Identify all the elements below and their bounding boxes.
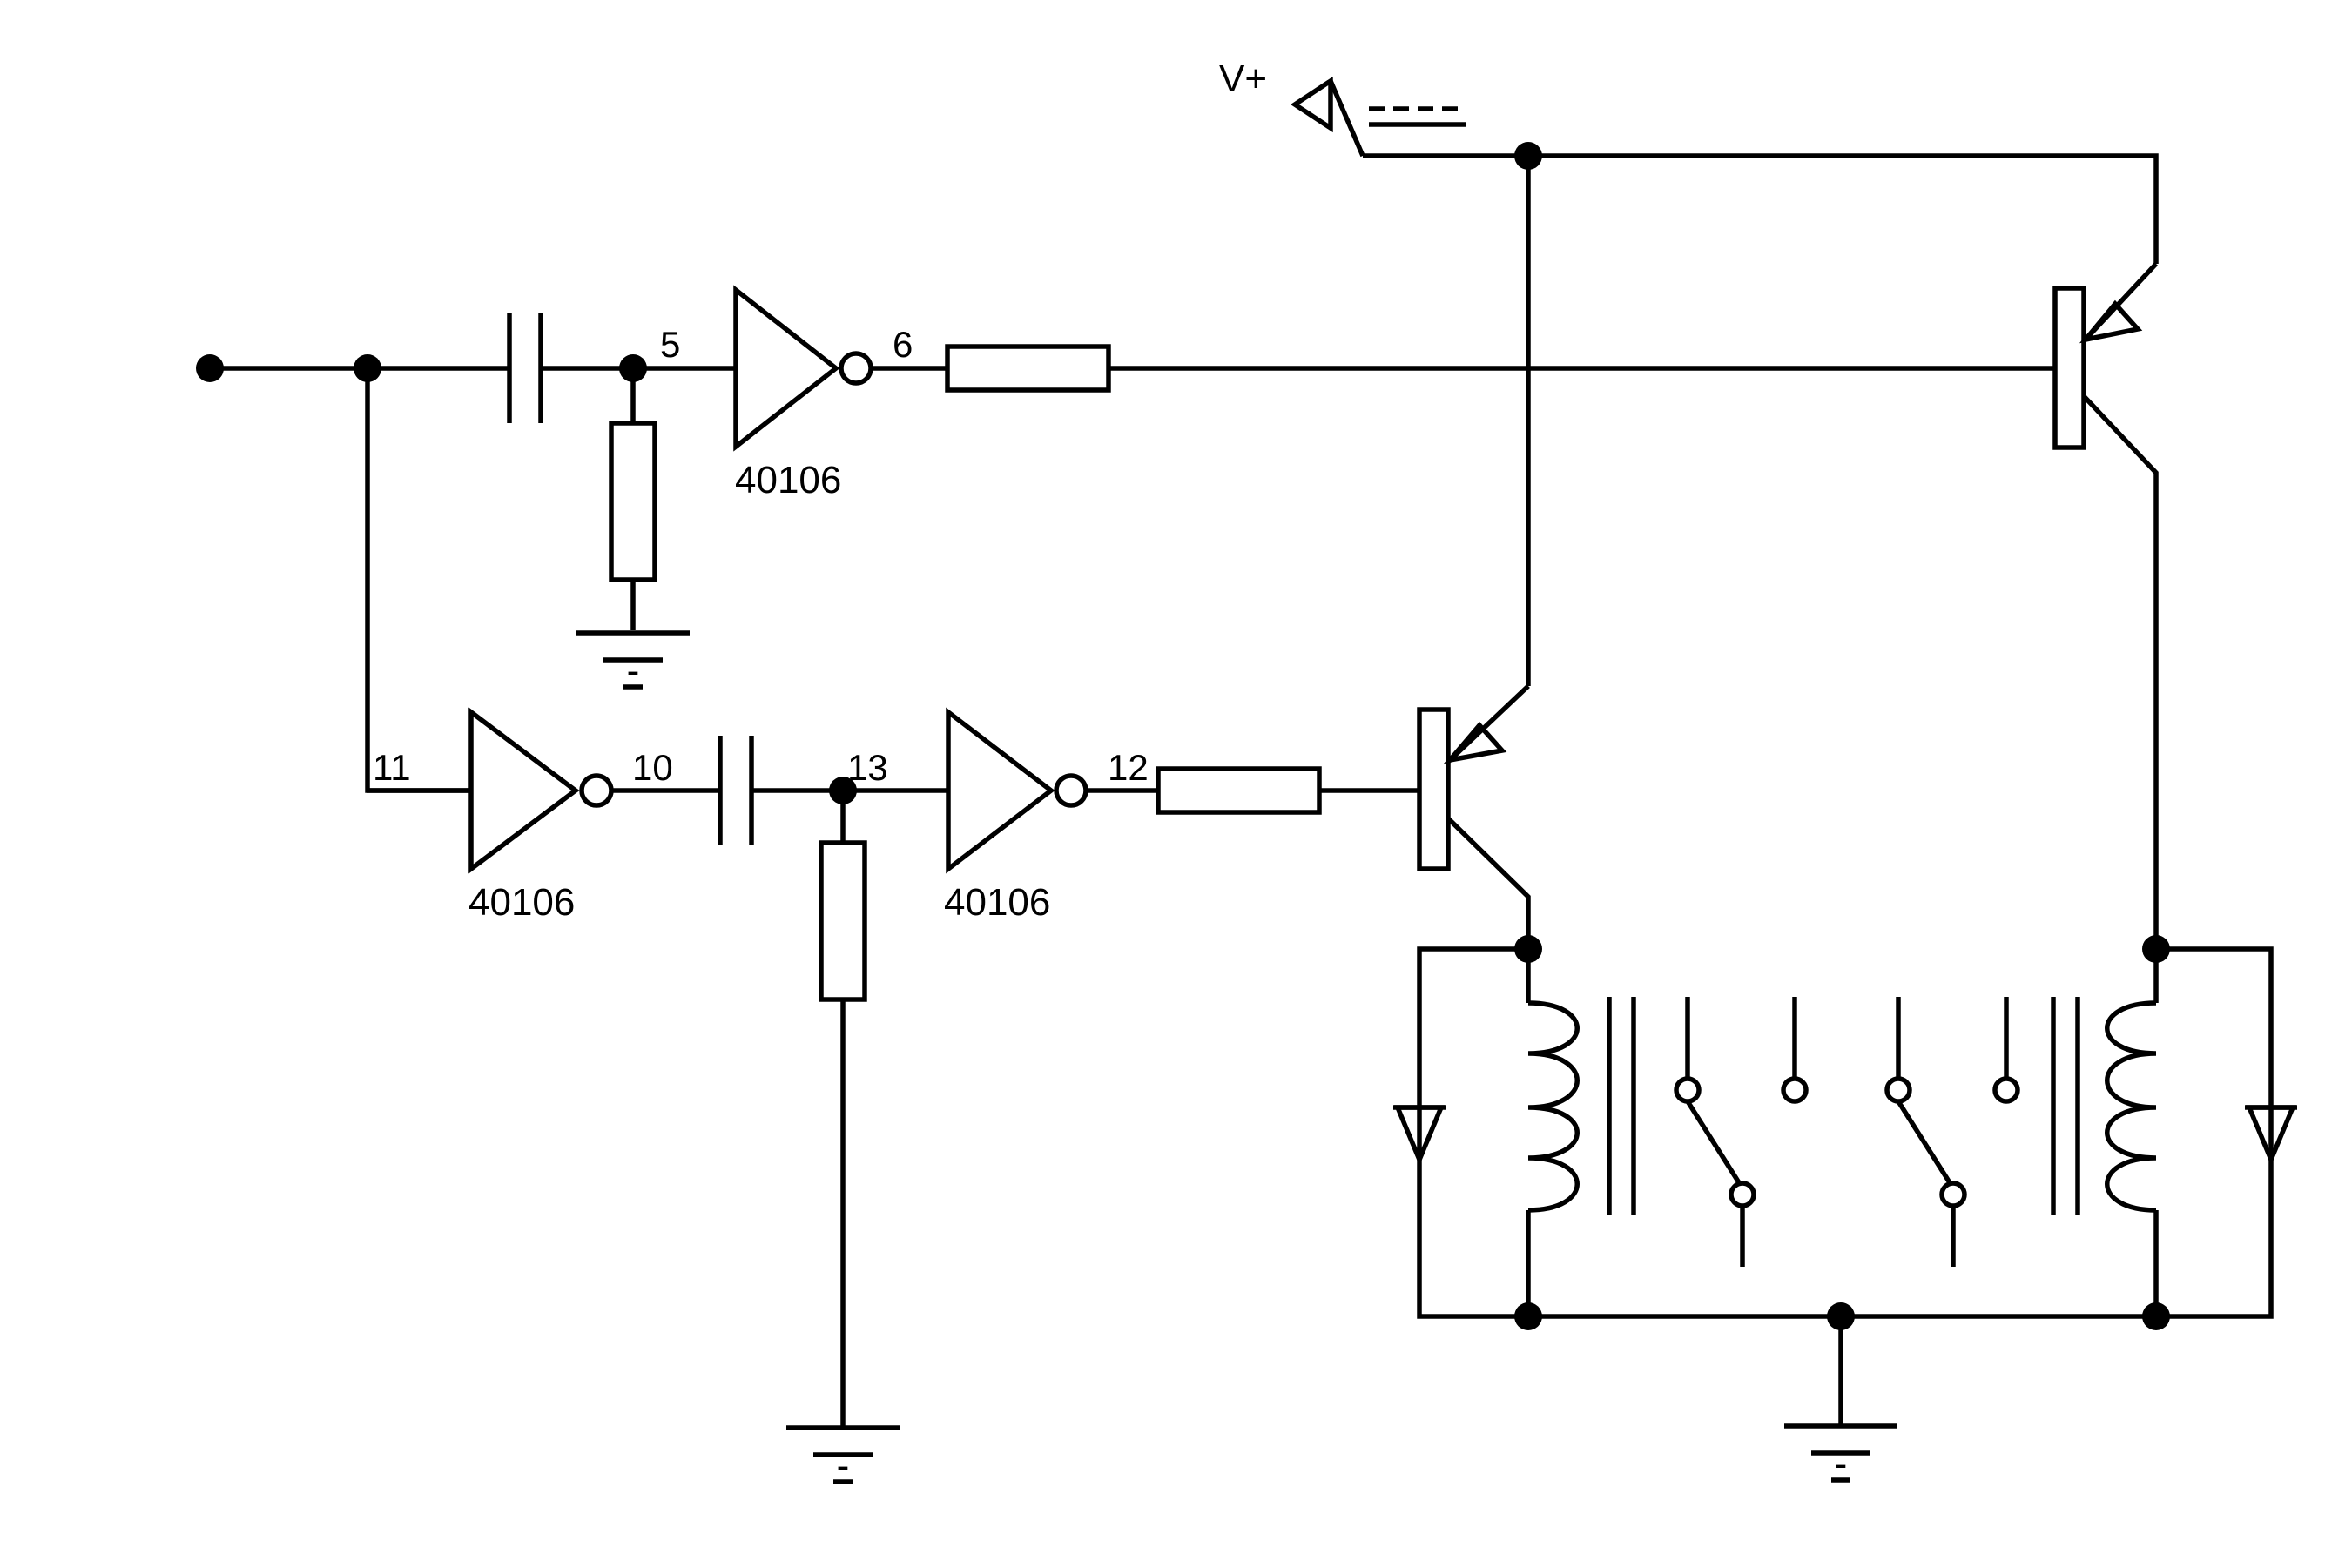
relay-coil-icon [1527,1000,1580,1213]
resistor-2 [945,344,1111,393]
ground-3: - [1784,1423,1897,1485]
pin-label: 10 [632,747,673,788]
ground-mark: - [627,649,640,692]
ground-2: - [786,1425,900,1487]
resistor-3 [819,791,867,1426]
emitter-arrow-icon [1443,721,1507,764]
supply-rail [1363,142,2159,686]
input-line [196,354,509,793]
supply-terminal: V+ [1219,57,1466,158]
relay-coil-icon [2105,1000,2157,1213]
inverter-gate-1: 40106 [733,285,873,501]
pin-label: 6 [893,324,913,365]
inverter-gate-3: 40106 [944,707,1088,924]
relay-contacts [1674,997,2020,1267]
ground-rail [1514,1302,2170,1424]
gate-part-label: 40106 [468,881,575,924]
pin-label: 5 [660,324,680,365]
inverter-icon [946,707,1055,874]
diode-1 [1393,1105,1446,1167]
inverter-gate-2: 40106 [468,707,614,924]
relay-2 [2051,935,2297,1319]
junction-dot [2142,1302,2170,1330]
transistor-q1 [1417,684,1531,949]
supply-label: V+ [1219,57,1267,100]
pin-label: 11 [373,747,411,788]
transistor-q2 [2052,262,2159,949]
emitter-arrow-icon [2079,299,2143,344]
resistor-4 [1156,766,1322,815]
diode-2 [2245,1105,2297,1167]
inverter-icon [468,707,580,874]
ground-1: - [576,630,690,692]
ground-mark: - [1835,1443,1848,1485]
pin-label: 13 [847,747,888,788]
supply-flag-icon [1290,76,1333,133]
pin-label: 12 [1108,747,1149,788]
junction-dot [1514,142,1542,170]
gate-part-label: 40106 [735,459,841,501]
inverter-icon [733,285,840,452]
junction-dot [1514,1302,1542,1330]
resistor-1 [609,368,657,630]
relay-1 [1393,935,1636,1319]
ground-mark: - [837,1444,850,1487]
gate-part-label: 40106 [944,881,1050,924]
